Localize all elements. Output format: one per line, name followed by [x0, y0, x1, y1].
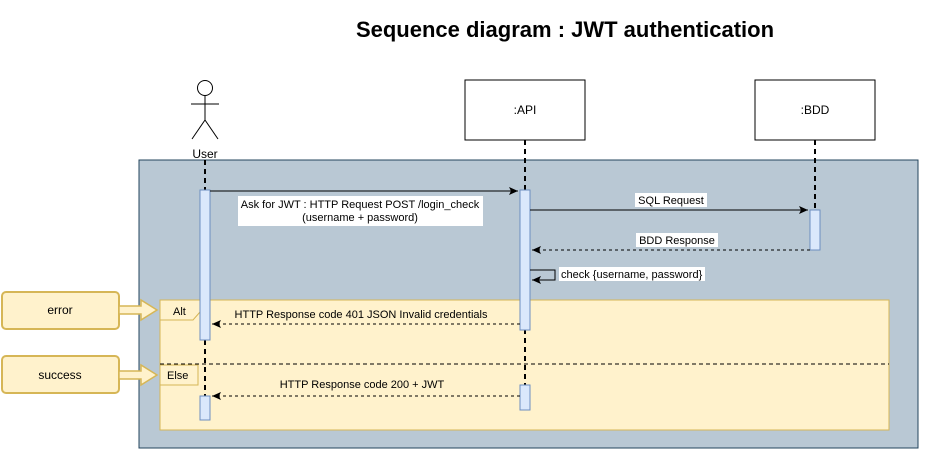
resp-200-label: HTTP Response code 200 + JWT — [280, 379, 445, 391]
user-activation-1 — [199, 189, 211, 341]
sql-request-label: SQL Request — [638, 195, 704, 207]
bdd-participant-box — [754, 79, 876, 141]
user-label: User — [192, 147, 217, 161]
success-note-arrow — [118, 363, 159, 387]
error-note-arrow — [118, 298, 159, 322]
api-activation-2 — [519, 384, 531, 411]
else-label-box — [159, 364, 199, 386]
ask-jwt-label-bg — [238, 196, 483, 226]
self-check-arrow — [530, 269, 556, 284]
api-activation-1 — [519, 189, 531, 331]
sql-request-label-bg — [635, 193, 707, 207]
self-check-label-bg — [559, 267, 705, 281]
bdd-response-label: BDD Response — [639, 235, 715, 247]
self-check-label: check {username, password} — [561, 269, 703, 281]
success-note-label: success — [38, 368, 81, 382]
api-participant-box — [464, 79, 586, 141]
alt-label-tab — [159, 299, 201, 321]
user-actor-icon — [191, 80, 219, 140]
bdd-participant-label: :BDD — [801, 103, 830, 117]
api-participant-label: :API — [514, 103, 537, 117]
bdd-response-label-bg — [636, 233, 718, 247]
user-activation-2 — [199, 395, 211, 421]
resp-401-label: HTTP Response code 401 JSON Invalid cred… — [235, 309, 488, 321]
diagram-title: Sequence diagram : JWT authentication — [356, 17, 774, 42]
ask-jwt-label-line2: (username + password) — [302, 212, 418, 224]
error-note-label: error — [47, 303, 72, 317]
bdd-activation — [809, 209, 821, 251]
alt-label: Alt — [173, 306, 186, 318]
else-label: Else — [167, 370, 188, 382]
ask-jwt-label-line1: Ask for JWT : HTTP Request POST /login_c… — [241, 199, 480, 211]
